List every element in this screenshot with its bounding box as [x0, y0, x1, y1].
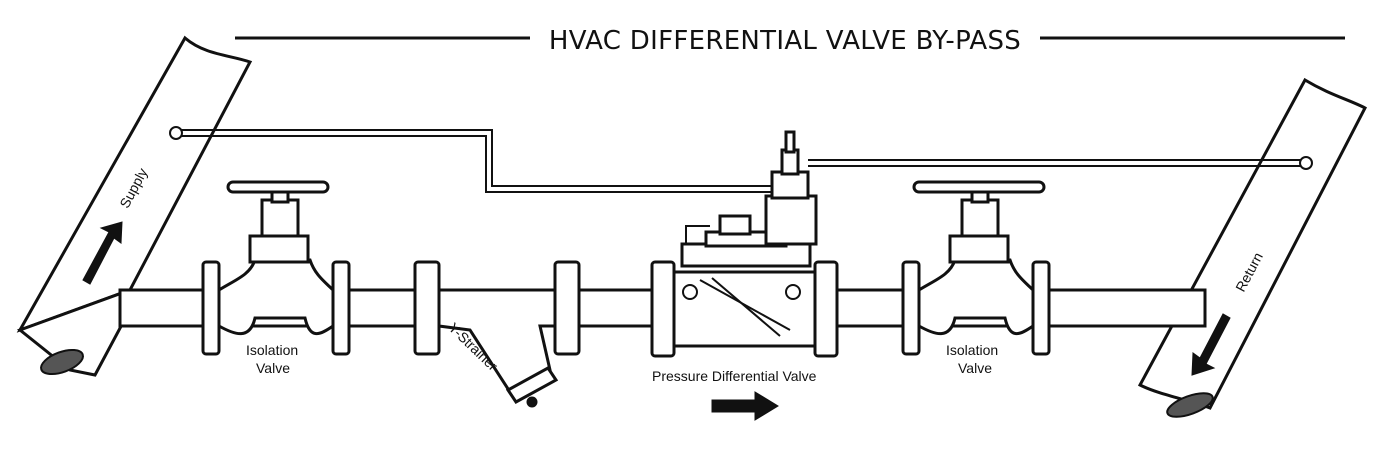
pressure-differential-valve: [650, 130, 839, 358]
y-strainer: [413, 260, 581, 408]
isolation-valve-right: [901, 180, 1051, 356]
supply-pipe: [16, 35, 253, 377]
sensing-line-supply: [169, 126, 785, 193]
sensing-line-return: [808, 156, 1313, 170]
pressure-differential-valve-label: Pressure Differential Valve: [652, 368, 817, 384]
arrow-right-icon: [711, 391, 779, 421]
arrow-down-left-icon: [1191, 313, 1231, 376]
isolation-valve-right-label-1: Isolation: [946, 342, 999, 358]
diagram-title: HVAC DIFFERENTIAL VALVE BY-PASS: [530, 24, 1040, 58]
isolation-valve-right-label-2: Valve: [958, 360, 992, 376]
isolation-valve-left-label-1: Isolation: [246, 342, 299, 358]
arrow-up-right-icon: [82, 221, 123, 285]
isolation-valve-left-label-2: Valve: [256, 360, 290, 376]
isolation-valve-left: [201, 180, 351, 356]
title-text: HVAC DIFFERENTIAL VALVE BY-PASS: [548, 26, 1022, 56]
